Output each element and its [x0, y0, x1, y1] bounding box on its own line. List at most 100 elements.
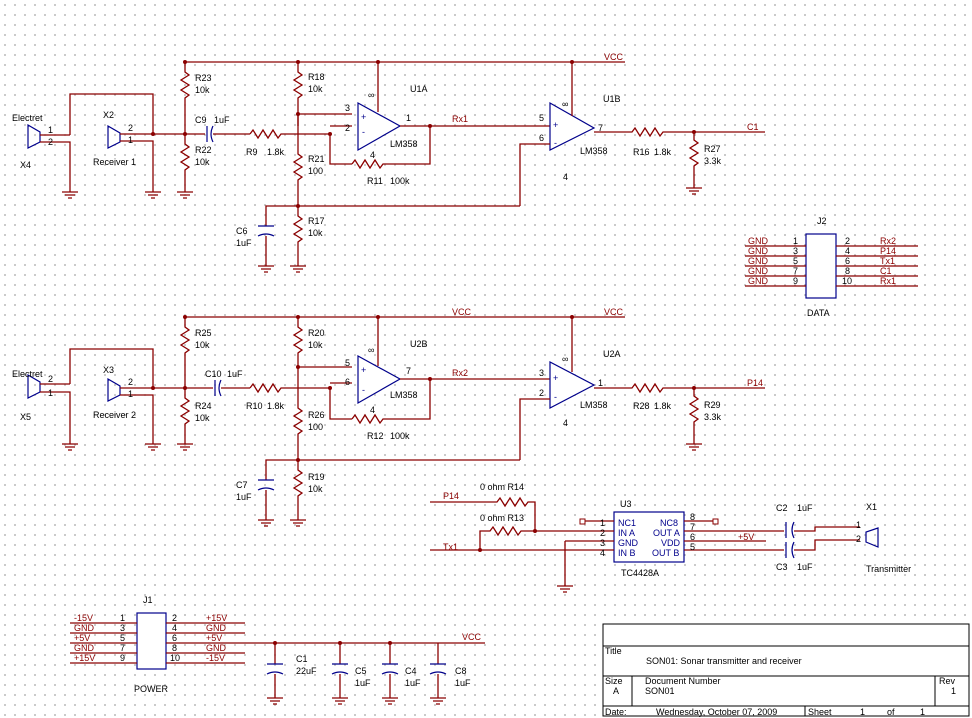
label-net-c1: C1 [747, 122, 759, 132]
label-j2-rpins-4: 10 [842, 276, 852, 286]
receiver-label: Receiver 1 [93, 157, 136, 167]
label-j1-rpins-4: 10 [170, 653, 180, 663]
label-pins-p2: 2 [128, 123, 133, 133]
label-ch1-r27: R27 [704, 144, 721, 154]
label-j2-right-2: Tx1 [880, 256, 895, 266]
label-j2-left-1: GND [748, 246, 769, 256]
label-j2-lpins-0: 1 [793, 236, 798, 246]
label-ch1-recv_ref: X2 [103, 110, 114, 120]
label-ch2-r10v: 1.8k [267, 401, 285, 411]
svg-text:+: + [361, 112, 366, 122]
label-driver-c3: C3 [776, 562, 788, 572]
label-j1-name: POWER [134, 684, 169, 694]
label-ch2-r28: R28 [633, 401, 650, 411]
label-net-rx1: Rx1 [452, 114, 468, 124]
label-pins-p4: 4 [370, 150, 375, 160]
label-pins-p2: 2 [539, 388, 544, 398]
label-pins-p8: 8 [690, 512, 695, 522]
label-j2-left-0: GND [748, 236, 769, 246]
label-net-p14: P14 [443, 491, 459, 501]
label-titleblock-sheet_label: Sheet [808, 707, 832, 717]
label-pins-p5: 5 [690, 542, 695, 552]
label-pins-p7: 7 [690, 522, 695, 532]
label-net-p14: P14 [747, 378, 763, 388]
label-caps-c5v: 1uF [355, 678, 371, 688]
label-caps-c8: C8 [455, 666, 467, 676]
label-j1-right-0: +15V [206, 613, 227, 623]
label-pins-p5: 5 [345, 358, 350, 368]
label-ch1-r22: R22 [195, 145, 212, 155]
label-driver-left-1: IN A [618, 528, 635, 538]
label-j1-rpins-2: 6 [172, 633, 177, 643]
label-titleblock-size_label: Size [605, 676, 623, 686]
label-ch1-c6: C6 [236, 226, 248, 236]
label-driver-ref: U3 [620, 499, 632, 509]
label-ch2-r26v: 100 [308, 422, 323, 432]
label-pins-p4: 4 [563, 418, 568, 428]
label-j2-right-4: Rx1 [880, 276, 896, 286]
label-ch1-r18v: 10k [308, 84, 323, 94]
label-net-vcc: VCC [452, 307, 472, 317]
channel-2: VCC VCC Electret X5 21 X3 Receiver 2 21 … [12, 307, 765, 527]
label-ch2-r24: R24 [195, 401, 212, 411]
label-driver-r14: 0 ohm R14 [480, 482, 524, 492]
svg-text:-: - [554, 392, 557, 402]
label-pins-p5: 5 [539, 113, 544, 123]
label-j2-lpins-2: 5 [793, 256, 798, 266]
label-titleblock-date_label: Date: [605, 707, 627, 717]
label-caps-c1: C1 [296, 654, 308, 664]
label-ch1-c9v: 1uF [214, 115, 230, 125]
label-net-p5v: +5V [738, 532, 754, 542]
label-ch1-r9v: 1.8k [267, 147, 285, 157]
mic-label: Electret [12, 113, 43, 123]
label-j1-ref: J1 [143, 595, 153, 605]
label-driver-x1_label: Transmitter [866, 564, 911, 574]
label-j1-rpins-0: 2 [172, 613, 177, 623]
label-j1-left-1: GND [74, 623, 95, 633]
label-titleblock-docnum_label: Document Number [645, 676, 721, 686]
label-driver-right-0: NC8 [660, 518, 678, 528]
label-j2-name: DATA [807, 308, 830, 318]
label-j2-rpins-1: 4 [845, 246, 850, 256]
label-ch1-r16v: 1.8k [654, 147, 672, 157]
svg-text:-: - [554, 138, 557, 148]
svg-text:+: + [553, 120, 558, 130]
label-j1-rpins-1: 4 [172, 623, 177, 633]
label-pins-inf: ∞ [562, 354, 568, 364]
label-j2-lpins-1: 3 [793, 246, 798, 256]
label-pins-p1: 1 [48, 125, 53, 135]
vcc-label: VCC [604, 52, 624, 62]
label-pins-inf: ∞ [562, 99, 568, 109]
mic-ref: X4 [20, 160, 31, 170]
label-j1-left-2: +5V [74, 633, 90, 643]
label-pins-p4: 4 [600, 548, 605, 558]
label-ch1-op: LM358 [390, 139, 418, 149]
channel-1: VCC Electret X4 12 X2 Receiver 1 21 R231… [12, 52, 765, 273]
label-ch2-r25v: 10k [195, 340, 210, 350]
label-j2-lpins-3: 7 [793, 266, 798, 276]
label-titleblock-rev_label: Rev [939, 676, 956, 686]
label-ch1-r17: R17 [308, 216, 325, 226]
label-ch2-op: LM358 [580, 400, 608, 410]
label-ch2-r12v: 100k [390, 431, 410, 441]
label-net-vcc: VCC [462, 632, 482, 642]
label-net-rx2: Rx2 [452, 368, 468, 378]
svg-text:-: - [362, 385, 365, 395]
label-driver-left-3: IN B [618, 548, 636, 558]
svg-text:+: + [361, 365, 366, 375]
label-titleblock-of_label: of [887, 707, 895, 717]
label-ch1-r11: R11 [367, 176, 383, 186]
label-ch2-c10v: 1uF [227, 369, 243, 379]
label-ch1-r11v: 100k [390, 176, 410, 186]
label-ch1-c9: C9 [195, 115, 207, 125]
label-caps-c5: C5 [355, 666, 367, 676]
label-ch2-c7v: 1uF [236, 492, 252, 502]
label-ch2-r20v: 10k [308, 340, 323, 350]
label-pins-p1: 1 [128, 389, 133, 399]
label-j1-right-1: GND [206, 623, 227, 633]
label-pins-p1: 1 [406, 113, 411, 123]
label-caps-c4v: 1uF [405, 678, 421, 688]
